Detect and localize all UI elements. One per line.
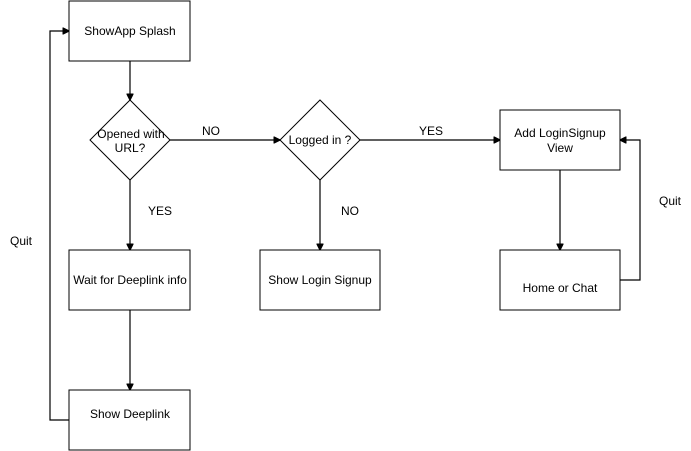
node-home-or-chat [499, 249, 621, 311]
edge-label-no-url: NO [202, 124, 220, 138]
edge-label-yes-url: YES [148, 204, 172, 218]
label-home-or-chat: Home or Chat [523, 281, 598, 295]
label-show-login-signup: Show Login Signup [268, 273, 372, 287]
node-showapp-splash [68, 0, 191, 62]
edge-show-deeplink-quit-to-splash [49, 31, 69, 421]
node-show-deeplink [68, 389, 191, 451]
label-add-loginsignup-line1: Add LoginSignup [514, 126, 606, 140]
label-show-deeplink: Show Deeplink [90, 407, 171, 421]
label-logged-in: Logged in ? [289, 133, 352, 147]
edge-label-quit-right: Quit [659, 194, 682, 208]
node-show-login-signup [259, 249, 381, 311]
label-opened-with-url-line1: Opened with [97, 127, 164, 141]
label-wait-for-deeplink: Wait for Deeplink info [73, 273, 187, 287]
edge-label-quit-left: Quit [10, 234, 33, 248]
edge-label-yes-logged-in: YES [419, 124, 443, 138]
label-showapp-splash: ShowApp Splash [84, 24, 175, 38]
node-add-loginsignup-view [499, 109, 621, 171]
label-opened-with-url-line2: URL? [115, 141, 146, 155]
edge-label-no-logged-in: NO [341, 204, 359, 218]
label-add-loginsignup-line2: View [547, 141, 573, 155]
edge-home-chat-quit-to-add-login [620, 140, 641, 281]
